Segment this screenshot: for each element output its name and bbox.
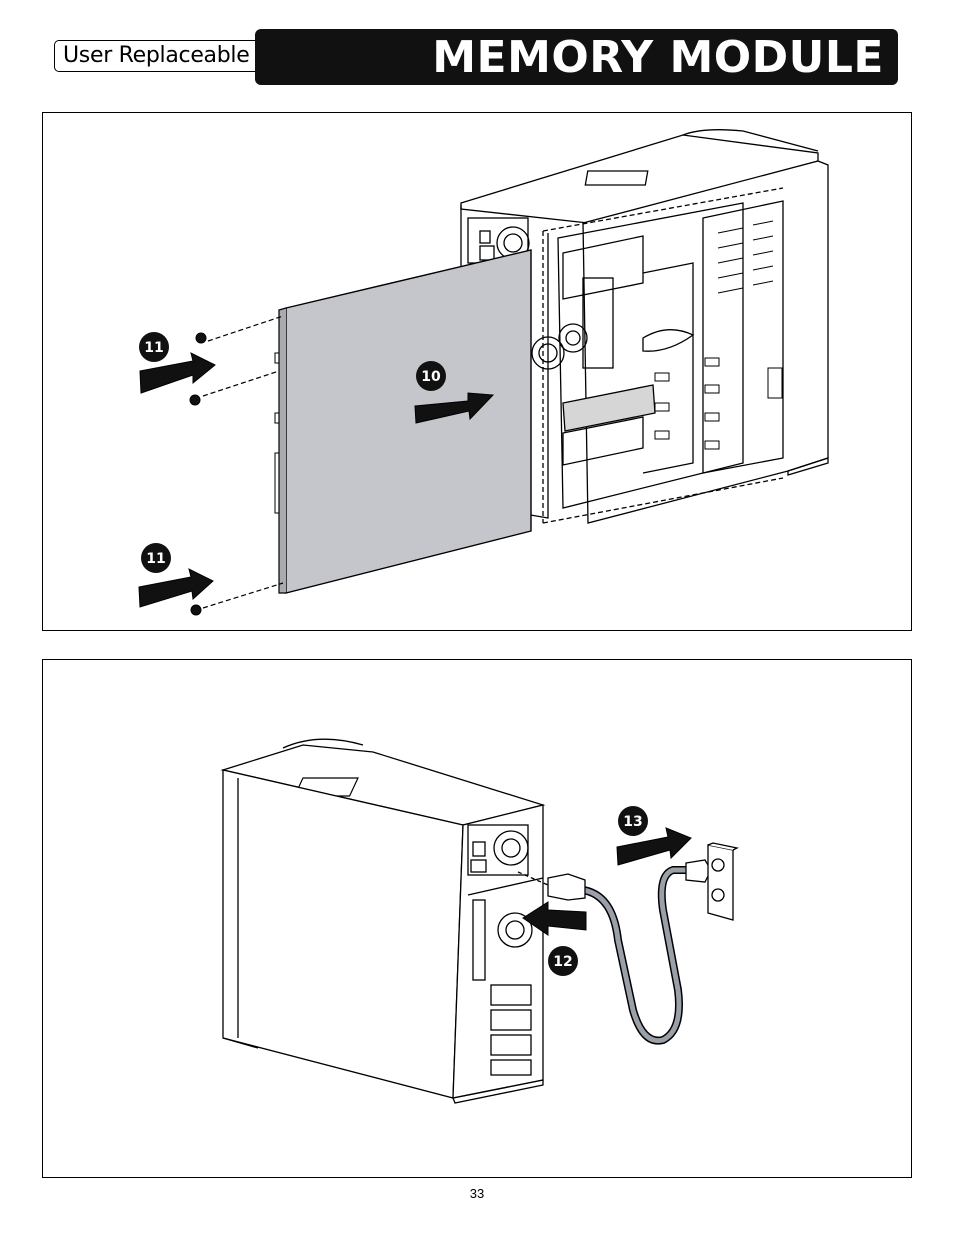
arrow-icon [522,901,587,936]
screw-icon [189,332,207,616]
callout-13: 13 [618,806,648,836]
callout-12: 12 [548,946,578,976]
power-cord-illustration: 13 12 [220,738,739,1104]
svg-text:10: 10 [421,369,441,385]
figure-power-cord-connect: 13 12 [42,659,912,1178]
arrow-icon [138,568,214,608]
svg-text:13: 13 [623,814,642,830]
side-panel-illustration: 11 10 11 [138,129,829,616]
page-number: 33 [469,1186,485,1201]
arrow-icon [139,352,216,394]
callout-11-bottom: 11 [141,543,171,573]
figure-side-panel-install: 11 10 11 [42,112,912,631]
cord-connector-icon [547,873,586,901]
svg-text:11: 11 [146,551,165,567]
cord-plug-icon [685,859,712,883]
callout-10: 10 [416,361,446,391]
wall-outlet-icon [707,842,739,921]
svg-text:11: 11 [144,340,163,356]
svg-text:12: 12 [553,954,572,970]
callout-11-top: 11 [139,332,169,362]
side-panel [274,249,532,594]
arrow-icon [414,392,495,424]
section-title: MEMORY MODULE [255,29,898,85]
arrow-icon [616,827,692,866]
